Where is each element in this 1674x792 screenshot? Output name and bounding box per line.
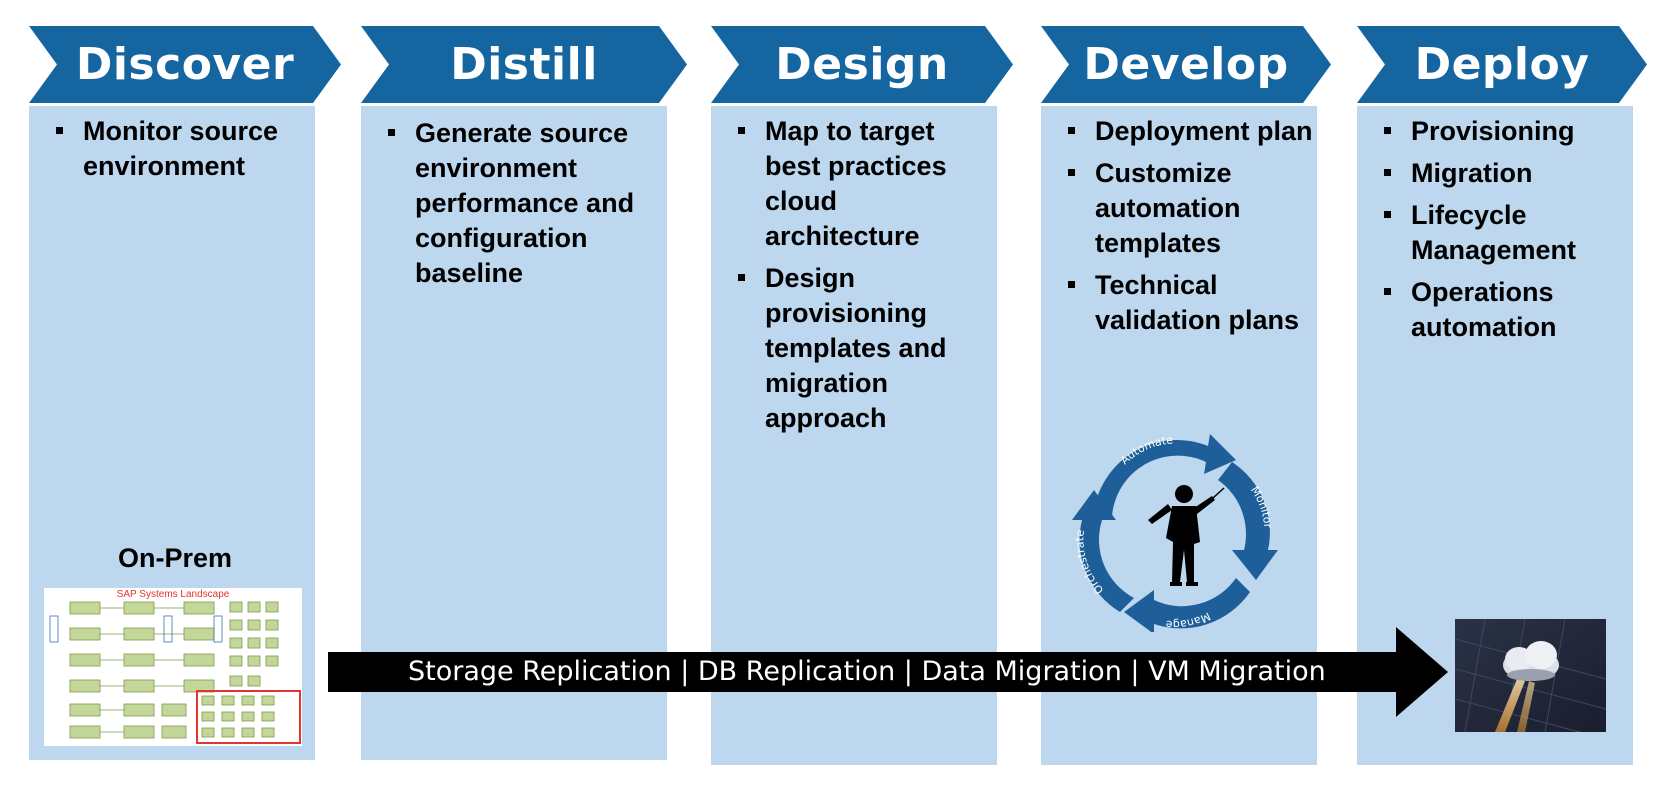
bullet-square-icon: [1068, 169, 1075, 176]
design-bullets: Map to target best practices cloud archi…: [723, 114, 991, 443]
bullet-item: Lifecycle Management: [1369, 198, 1635, 268]
deploy-banner: Deploy: [1357, 26, 1647, 103]
bullet-item: Deployment plan: [1053, 114, 1315, 149]
sap-landscape-thumbnail: SAP Systems Landscape: [44, 588, 302, 746]
distill-column: [361, 106, 667, 760]
bullet-square-icon: [56, 127, 63, 134]
distill-banner: Distill: [361, 26, 687, 103]
bullet-square-icon: [1068, 281, 1075, 288]
bullet-square-icon: [1068, 127, 1075, 134]
discover-bullets: Monitor source environment: [41, 114, 311, 191]
cloud-image-icon: [1455, 619, 1606, 732]
bullet-item: Technical validation plans: [1053, 268, 1315, 338]
bullet-square-icon: [1384, 127, 1391, 134]
bullet-item: Customize automation templates: [1053, 156, 1315, 261]
develop-title: Develop: [1083, 39, 1289, 90]
bullet-item: Monitor source environment: [41, 114, 311, 184]
bullet-square-icon: [738, 274, 745, 281]
bullet-item: Map to target best practices cloud archi…: [723, 114, 991, 254]
develop-bullets: Deployment plan Customize automation tem…: [1053, 114, 1315, 345]
design-title: Design: [775, 39, 949, 90]
bullet-square-icon: [1384, 169, 1391, 176]
conductor-icon: [1148, 485, 1225, 586]
deploy-title: Deploy: [1414, 39, 1590, 90]
bullet-item: Generate source environment performance …: [373, 116, 665, 291]
migration-arrow: Storage Replication | DB Replication | D…: [328, 627, 1448, 717]
bullet-item: Provisioning: [1369, 114, 1635, 149]
landscape-title: SAP Systems Landscape: [116, 589, 230, 600]
distill-title: Distill: [450, 39, 598, 90]
distill-bullets: Generate source environment performance …: [373, 116, 665, 298]
discover-title: Discover: [75, 39, 295, 90]
landscape-diagram-icon: [49, 601, 301, 744]
bullet-square-icon: [388, 129, 395, 136]
bullet-item: Design provisioning templates and migrat…: [723, 261, 991, 436]
bullet-square-icon: [1384, 288, 1391, 295]
on-prem-label: On-Prem: [117, 543, 233, 573]
bullet-square-icon: [738, 127, 745, 134]
operations-cycle-diagram: Automate Monitor Manage Orchestrate: [1072, 433, 1278, 632]
bullet-item: Migration: [1369, 156, 1635, 191]
deploy-bullets: Provisioning Migration Lifecycle Managem…: [1369, 114, 1635, 352]
design-banner: Design: [711, 26, 1013, 103]
bullet-square-icon: [1384, 211, 1391, 218]
migration-arrow-text: Storage Replication | DB Replication | D…: [408, 656, 1326, 687]
discover-banner: Discover: [29, 26, 341, 103]
develop-banner: Develop: [1041, 26, 1331, 103]
bullet-item: Operations automation: [1369, 275, 1635, 345]
